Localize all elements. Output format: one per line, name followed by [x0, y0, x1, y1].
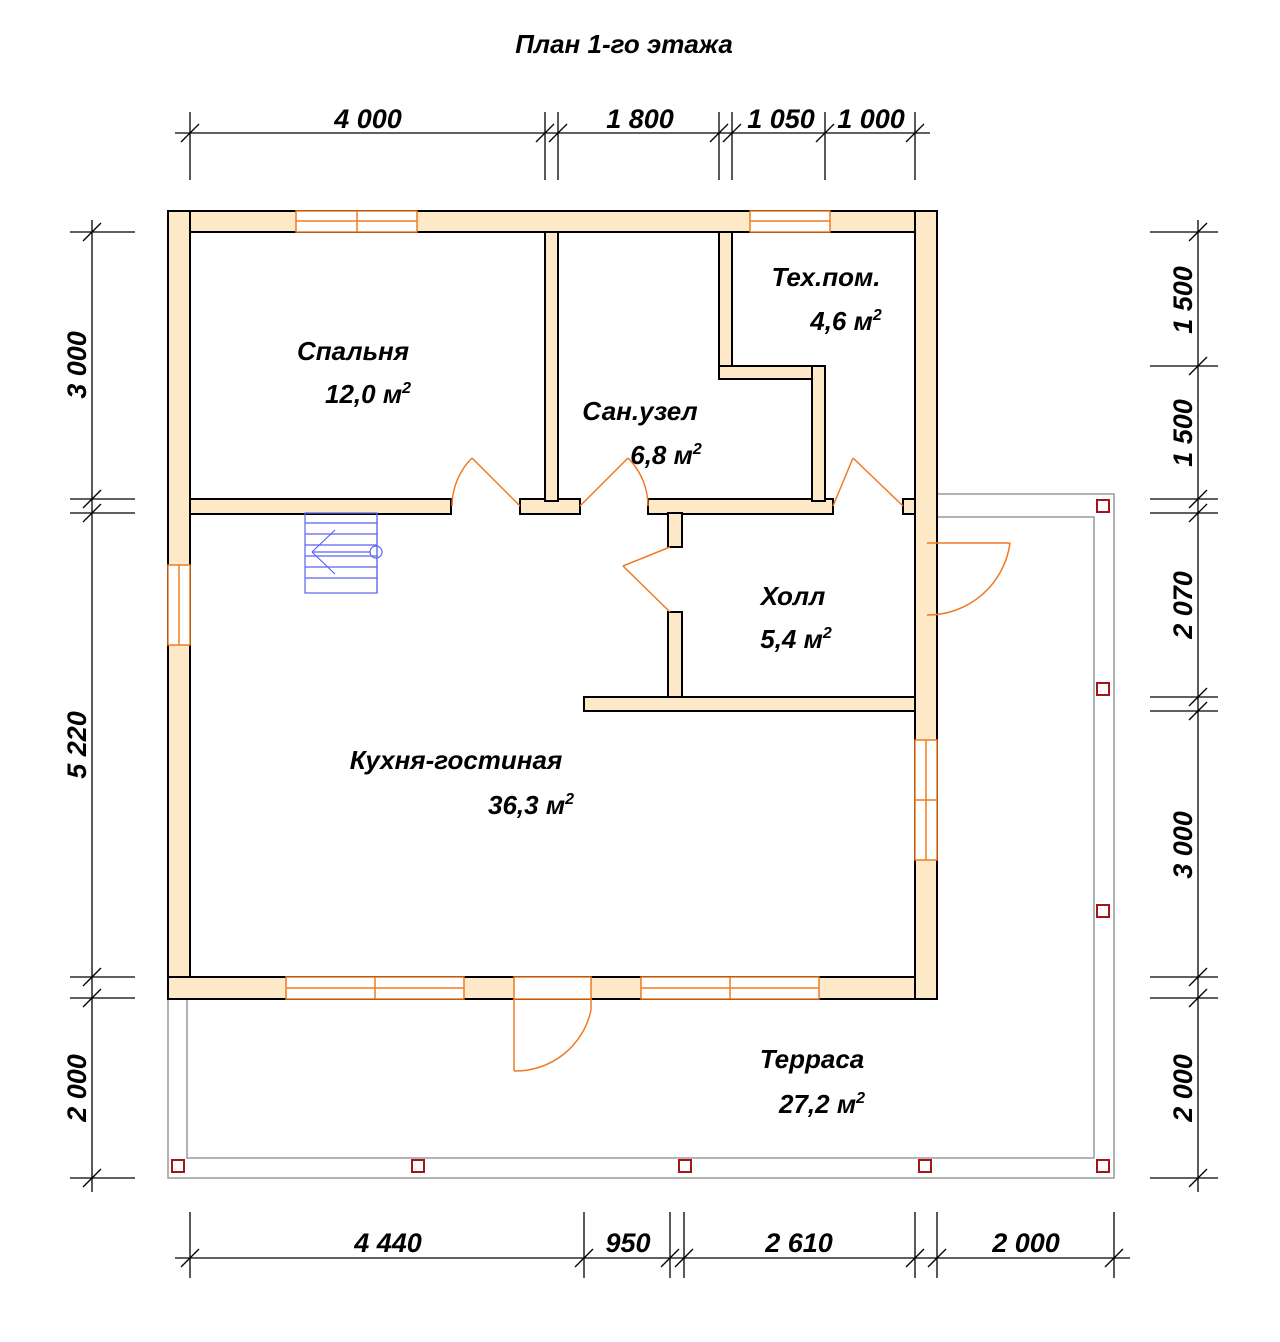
dimension-bottom: [175, 1212, 1130, 1278]
area-unit-sup: 2: [855, 1090, 865, 1107]
dimension-right: [1150, 220, 1218, 1192]
window-left: [167, 564, 191, 646]
room-name: Тех.пом.: [772, 262, 881, 292]
dimension-top: [175, 112, 930, 180]
dim-left-1: 3 000: [62, 331, 92, 399]
room-name: Спальня: [297, 336, 409, 366]
room-name: Терраса: [760, 1044, 865, 1074]
dim-right-5: 2 000: [1168, 1054, 1198, 1123]
room-area: 5,4 м: [760, 624, 823, 654]
dimension-left: [70, 220, 135, 1192]
terrace-outline: [167, 493, 1115, 1179]
room-hall: Холл 5,4 м2: [759, 581, 832, 654]
window-bottom-left: [285, 976, 465, 1000]
door-bedroom: [451, 457, 521, 507]
door-bathroom: [579, 457, 649, 507]
dim-left-3: 2 000: [62, 1054, 92, 1123]
dim-right-4: 3 000: [1168, 811, 1198, 879]
svg-text:36,3 м2: 36,3 м2: [488, 790, 574, 820]
dim-top-4: 1 000: [837, 104, 905, 134]
room-kitchen-living: Кухня-гостиная 36,3 м2: [350, 745, 574, 820]
room-terrace: Терраса 27,2 м2: [760, 1044, 865, 1119]
room-name: Кухня-гостиная: [350, 745, 563, 775]
dim-left-2: 5 220: [62, 711, 92, 779]
area-unit-sup: 2: [692, 441, 702, 458]
door-hall-left: [622, 546, 671, 613]
svg-text:27,2 м2: 27,2 м2: [778, 1089, 865, 1119]
room-tech: Тех.пом. 4,6 м2: [772, 262, 882, 336]
room-area: 27,2 м: [778, 1089, 856, 1119]
dim-right-1: 1 500: [1168, 266, 1198, 334]
area-unit-sup: 2: [564, 791, 574, 808]
svg-text:4,6 м2: 4,6 м2: [809, 306, 882, 336]
room-bedroom: Спальня 12,0 м2: [297, 336, 411, 409]
dim-right-3: 2 070: [1168, 571, 1198, 640]
stair: [304, 512, 383, 594]
dim-bottom-2: 950: [605, 1228, 650, 1258]
dim-top-2: 1 800: [606, 104, 674, 134]
window-bottom-right: [640, 976, 820, 1000]
area-unit-sup: 2: [401, 380, 411, 397]
svg-text:12,0 м2: 12,0 м2: [325, 379, 411, 409]
terrace-posts: [171, 499, 1110, 1173]
door-terrace: [513, 976, 592, 1072]
area-unit-sup: 2: [822, 625, 832, 642]
window-right: [914, 739, 938, 861]
door-entrance: [926, 542, 1011, 616]
doors: [451, 457, 1011, 1072]
dim-bottom-1: 4 440: [353, 1228, 422, 1258]
window-top-tech: [749, 210, 831, 233]
area-unit-sup: 2: [872, 307, 882, 324]
room-area: 6,8 м: [630, 440, 693, 470]
dim-bottom-4: 2 000: [991, 1228, 1060, 1258]
svg-text:6,8 м2: 6,8 м2: [630, 440, 702, 470]
dim-top-1: 4 000: [333, 104, 402, 134]
dim-bottom-3: 2 610: [764, 1228, 833, 1258]
room-name: Холл: [759, 581, 826, 611]
dim-top-3: 1 050: [747, 104, 815, 134]
door-tech: [832, 457, 904, 507]
room-area: 36,3 м: [488, 790, 565, 820]
svg-text:5,4 м2: 5,4 м2: [760, 624, 832, 654]
dim-right-2: 1 500: [1168, 399, 1198, 467]
plan-title: План 1-го этажа: [515, 29, 733, 59]
room-bathroom: Сан.узел 6,8 м2: [582, 396, 702, 470]
window-top-bedroom: [295, 210, 418, 233]
windows: [167, 210, 938, 1000]
room-area: 12,0 м: [325, 379, 402, 409]
room-area: 4,6 м: [809, 306, 873, 336]
room-name: Сан.узел: [582, 396, 697, 426]
